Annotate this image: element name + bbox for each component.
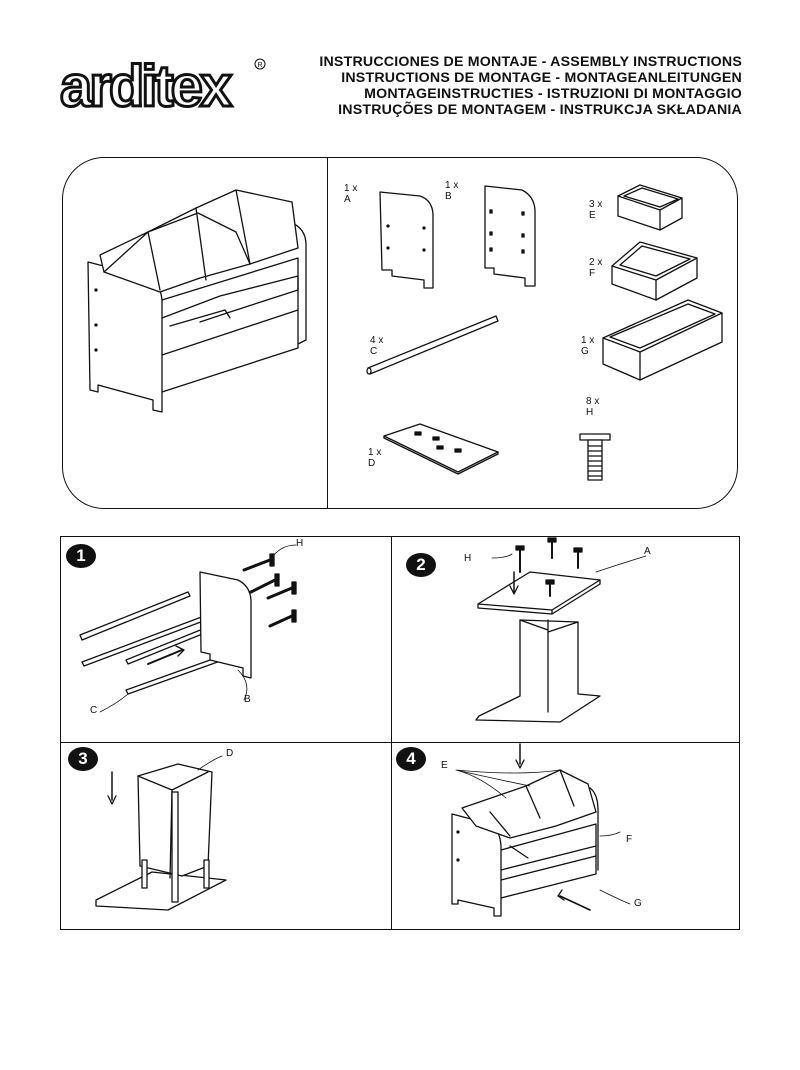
steps-divider-horizontal xyxy=(60,742,740,743)
part-f-illustration xyxy=(611,241,698,301)
step-2-label-h: H xyxy=(464,553,472,564)
title-line: INSTRUCTIONS DE MONTAGE - MONTAGEANLEITU… xyxy=(341,70,742,86)
part-g-illustration xyxy=(602,299,723,381)
title-line: INSTRUCCIONES DE MONTAJE - ASSEMBLY INST… xyxy=(319,54,742,70)
part-a-illustration xyxy=(379,191,434,289)
parts-divider xyxy=(327,157,328,509)
part-d-illustration xyxy=(383,423,499,475)
title-line: INSTRUÇÕES DE MONTAGEM - INSTRUKCJA SKŁA… xyxy=(338,102,742,118)
step-1-illustration xyxy=(79,544,297,713)
step-1-label-c: C xyxy=(90,705,98,716)
step-2-badge: 2 xyxy=(406,553,436,577)
part-e-illustration xyxy=(617,184,683,231)
part-h-illustration xyxy=(579,433,611,481)
step-4-label-f: F xyxy=(626,834,633,845)
parts-panel xyxy=(62,157,738,509)
brand-logo: arditex R xyxy=(59,53,266,121)
header-titles: INSTRUCCIONES DE MONTAJE - ASSEMBLY INST… xyxy=(319,54,742,118)
title-line: MONTAGEINSTRUCTIES - ISTRUZIONI DI MONTA… xyxy=(364,86,742,102)
step-3-illustration xyxy=(95,755,227,911)
step-3-badge: 3 xyxy=(68,747,98,771)
step-4-label-g: G xyxy=(634,898,642,909)
step-4-illustration xyxy=(451,743,631,917)
step-1-badge: 1 xyxy=(66,544,96,568)
steps-divider-vertical xyxy=(391,536,392,930)
step-1-label-b: B xyxy=(244,694,251,705)
step-2-illustration xyxy=(475,537,647,723)
svg-text:R: R xyxy=(258,62,263,69)
part-c-illustration xyxy=(366,315,499,375)
part-b-illustration xyxy=(484,185,536,287)
step-3-label-d: D xyxy=(226,748,234,759)
step-4-label-e: E xyxy=(441,760,448,771)
step-4-badge: 4 xyxy=(396,747,426,771)
steps-grid xyxy=(60,536,740,930)
assembled-unit-illustration xyxy=(87,189,307,413)
step-1-label-h: H xyxy=(296,538,304,549)
step-2-label-a: A xyxy=(644,546,651,557)
svg-text:arditex: arditex xyxy=(60,54,232,119)
